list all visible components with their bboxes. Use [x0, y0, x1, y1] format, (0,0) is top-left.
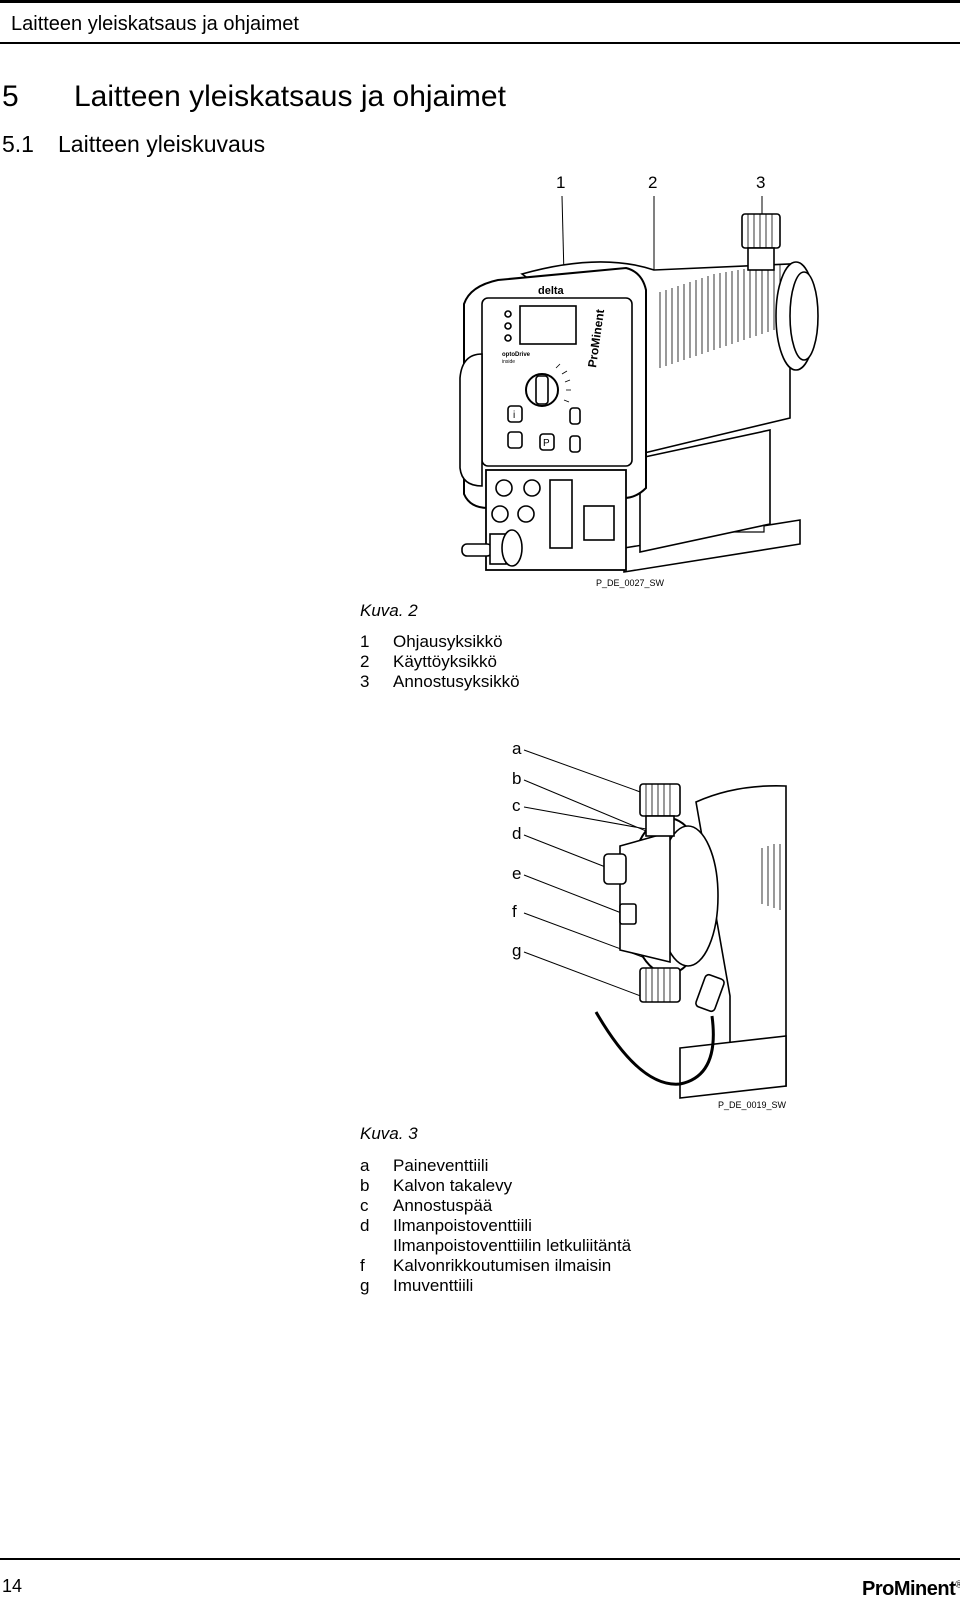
drive-lower-body [639, 429, 771, 553]
info-key [507, 405, 523, 423]
page-footer: 14 ProMinent® [0, 1558, 960, 1600]
prominent-logo: ProMinent® [862, 1578, 960, 1600]
callout-c: c [512, 796, 521, 815]
callout-g: g [512, 941, 521, 960]
connector-square [583, 505, 615, 541]
bleed-valve-knob [603, 853, 627, 885]
status-led-1 [504, 310, 512, 318]
bleed-valve [501, 529, 523, 567]
start-stop-key [507, 431, 523, 449]
pressure-valve-body [747, 247, 775, 271]
connector-4 [517, 505, 535, 523]
callout-e: e [512, 864, 521, 883]
status-led-2 [504, 322, 512, 330]
connector-slot [549, 479, 573, 549]
section-title: Laitteen yleiskatsaus ja ohjaimet [74, 80, 506, 113]
running-header: Laitteen yleiskatsaus ja ohjaimet [0, 0, 960, 44]
display-screen [519, 305, 577, 345]
base-fig3 [679, 1035, 787, 1099]
control-side-cover [459, 353, 483, 487]
figure-3-dosing-head: a b c d e f g [500, 736, 800, 1116]
ribs-fig3 [761, 844, 781, 910]
figure-3-caption: Kuva. 3 [360, 1124, 418, 1143]
callout-2: 2 [648, 173, 657, 192]
hose-connector-fig3 [619, 903, 637, 925]
callout-f: f [512, 902, 517, 921]
program-key [539, 433, 555, 451]
connector-1 [495, 479, 513, 497]
legend-row: Ilmanpoistoventtiilin letkuliitäntä [393, 1236, 632, 1255]
page-number: 14 [2, 1576, 23, 1596]
leader-line-1 [561, 195, 565, 277]
info-key-label: i [513, 410, 515, 421]
connector-2 [523, 479, 541, 497]
indicator-cable [594, 1011, 715, 1086]
callout-d: d [512, 824, 521, 843]
drawing-id-fig3: P_DE_0019_SW [718, 1100, 787, 1110]
side-key [569, 407, 581, 425]
inside-label: inside [502, 359, 515, 365]
side-key-2 [569, 435, 581, 453]
subsection-number: 5.1 [2, 131, 34, 157]
subsection-title: Laitteen yleiskuvaus [58, 131, 266, 157]
running-header-title: Laitteen yleiskatsaus ja ohjaimet [11, 13, 299, 35]
figure-2-pump-overview: 1 2 3 delta P [440, 168, 860, 598]
brand-delta: delta [538, 285, 565, 297]
callout-a: a [512, 739, 522, 758]
callout-3: 3 [756, 173, 765, 192]
hose-nozzle [461, 543, 493, 557]
head-body [619, 830, 671, 964]
figure-2-caption: Kuva. 2 [360, 601, 418, 620]
optodrive-label: optoDrive [502, 352, 531, 358]
cooling-ribs [659, 265, 781, 368]
connector-3 [491, 505, 509, 523]
section-number: 5 [2, 80, 19, 113]
rupture-indicator [695, 973, 725, 1013]
subsection-heading: 5.1 Laitteen yleiskuvaus [2, 131, 265, 158]
callout-b: b [512, 769, 521, 788]
callout-1: 1 [556, 173, 565, 192]
status-led-3 [504, 334, 512, 342]
program-key-label: P [543, 438, 550, 449]
section-heading: 5 Laitteen yleiskatsaus ja ohjaimet [2, 80, 506, 114]
dosing-head-rim [789, 271, 819, 361]
drawing-id-fig2: P_DE_0027_SW [596, 578, 665, 588]
